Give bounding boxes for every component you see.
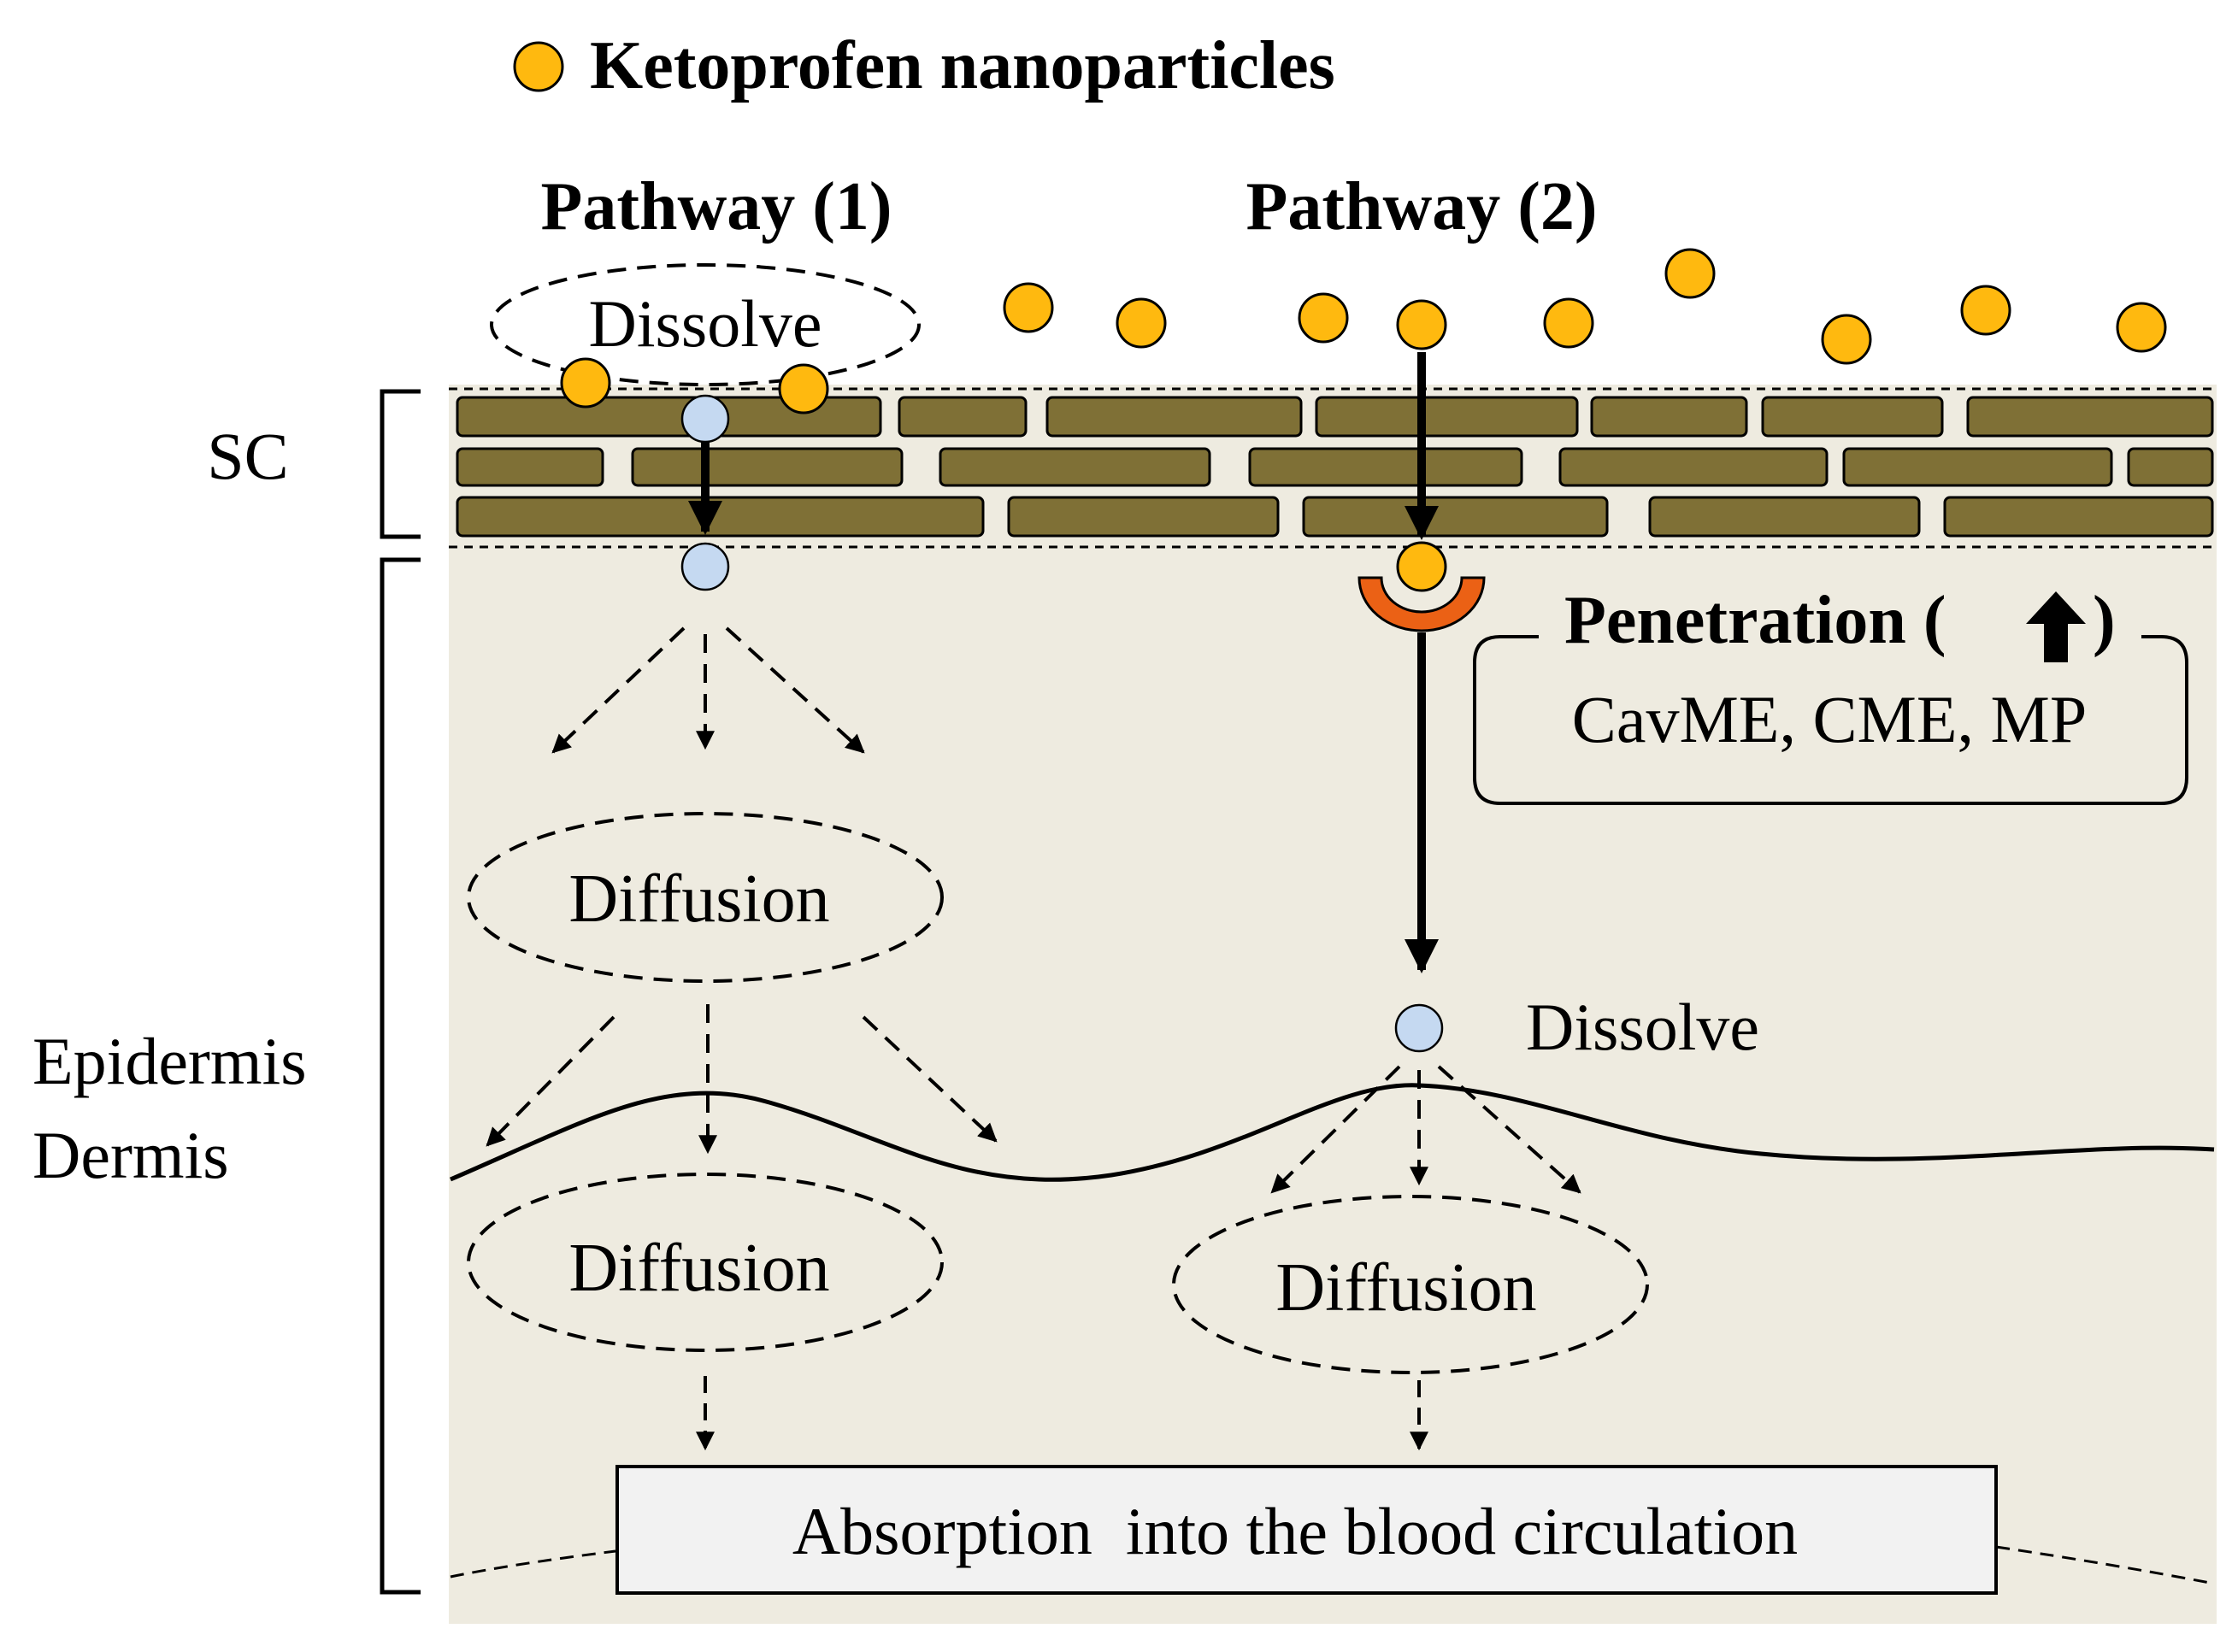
corneocyte-bricks <box>456 396 2214 538</box>
pathway-2-dissolve-label: Dissolve <box>1526 990 1759 1064</box>
nanoparticle <box>1960 285 2011 336</box>
corneocyte-brick <box>2127 447 2214 487</box>
pathway-2-diffusion-label: Diffusion <box>1275 1250 1536 1326</box>
penetration-title-text: Penetration ( <box>1564 583 1946 658</box>
corneocyte-brick <box>1943 496 2214 538</box>
dermis-label: Dermis <box>32 1118 229 1192</box>
epidermis-dermis-bracket <box>380 557 421 1595</box>
penetration-box <box>1473 635 2188 805</box>
pathway-1-dissolve-label: Dissolve <box>589 286 822 361</box>
nanoparticle <box>2116 302 2167 353</box>
corneocyte-brick <box>1045 396 1303 438</box>
corneocyte-brick <box>1007 496 1280 538</box>
pathway-2-internalized-nanoparticle <box>1396 541 1447 592</box>
absorption-label: Absorption into the blood circulation <box>792 1494 1798 1568</box>
pathway-1-diffusion-epidermis-label: Diffusion <box>568 861 829 937</box>
corneocyte-brick <box>456 447 604 487</box>
pathway-1-diffusion-epidermis-ellipse <box>467 812 944 983</box>
up-arrow-icon <box>2026 591 2086 662</box>
pathway-1-diffusion-dermis-label: Diffusion <box>568 1231 829 1306</box>
corneocyte-brick <box>631 447 904 487</box>
corneocyte-brick <box>1842 447 2113 487</box>
corneocyte-brick <box>1590 396 1748 438</box>
nanoparticle <box>1116 297 1167 349</box>
pathway-1-arrow-right <box>725 626 865 754</box>
pathway-2-title: Pathway (2) <box>1246 169 1597 244</box>
corneocyte-brick <box>1302 496 1609 538</box>
penetration-title: Penetration ( <box>1564 583 1946 658</box>
blood-vessel-boundary <box>450 1549 616 1579</box>
nanoparticle <box>1821 314 1872 365</box>
uptake-mechanisms: CavME, CME, MP <box>1572 682 2087 756</box>
sc-label: SC <box>207 419 288 493</box>
corneocyte-brick <box>1558 447 1829 487</box>
pathway-1-arrow-dermis-left <box>486 1015 615 1147</box>
pathway-1-arrow-left <box>551 626 686 754</box>
corneocyte-brick <box>1648 496 1921 538</box>
corneocyte-brick <box>456 396 882 438</box>
nanoparticle <box>778 363 829 414</box>
pathway-1-arrow-dermis-right <box>862 1015 998 1143</box>
epidermis-label: Epidermis <box>32 1024 307 1098</box>
nanoparticle <box>1003 282 1054 333</box>
corneocyte-brick <box>1966 396 2214 438</box>
legend-label: Ketoprofen nanoparticles <box>590 28 1335 103</box>
nanoparticle <box>1664 248 1716 299</box>
pathway-1-dissolved-drug <box>680 394 730 444</box>
pathway-1-title: Pathway (1) <box>540 169 892 244</box>
pathway-1-epidermis-drug <box>680 542 730 591</box>
receptor-cup-icon <box>1357 576 1486 632</box>
sc-bracket <box>380 389 421 539</box>
surface-nanoparticles <box>560 248 2167 414</box>
pathway-2-dissolved-drug <box>1394 1003 1444 1053</box>
penetration-title-close: ) <box>2093 583 2116 658</box>
pathway-2-diffusion-ellipse <box>1172 1195 1649 1374</box>
legend-nanoparticle-icon <box>513 41 564 92</box>
corneocyte-brick <box>1761 396 1944 438</box>
corneocyte-brick <box>1315 396 1579 438</box>
pathway-2-nanoparticle <box>1396 299 1447 350</box>
corneocyte-brick <box>898 396 1028 438</box>
nanoparticle <box>1298 292 1349 344</box>
corneocyte-brick <box>939 447 1211 487</box>
epidermis-dermis-boundary <box>450 1083 2215 1182</box>
pathway-1-dissolve-ellipse <box>490 263 921 386</box>
corneocyte-brick <box>456 496 985 538</box>
nanoparticle <box>560 357 611 409</box>
nanoparticle <box>1543 297 1594 349</box>
pathway-1-diffusion-dermis-ellipse <box>467 1173 944 1352</box>
tissue-background <box>449 385 2217 1624</box>
corneocyte-brick <box>1248 447 1523 487</box>
pathway-2-arrow-right <box>1437 1065 1581 1194</box>
absorption-box <box>615 1465 1998 1595</box>
blood-vessel-boundary-right <box>1995 1545 2215 1585</box>
